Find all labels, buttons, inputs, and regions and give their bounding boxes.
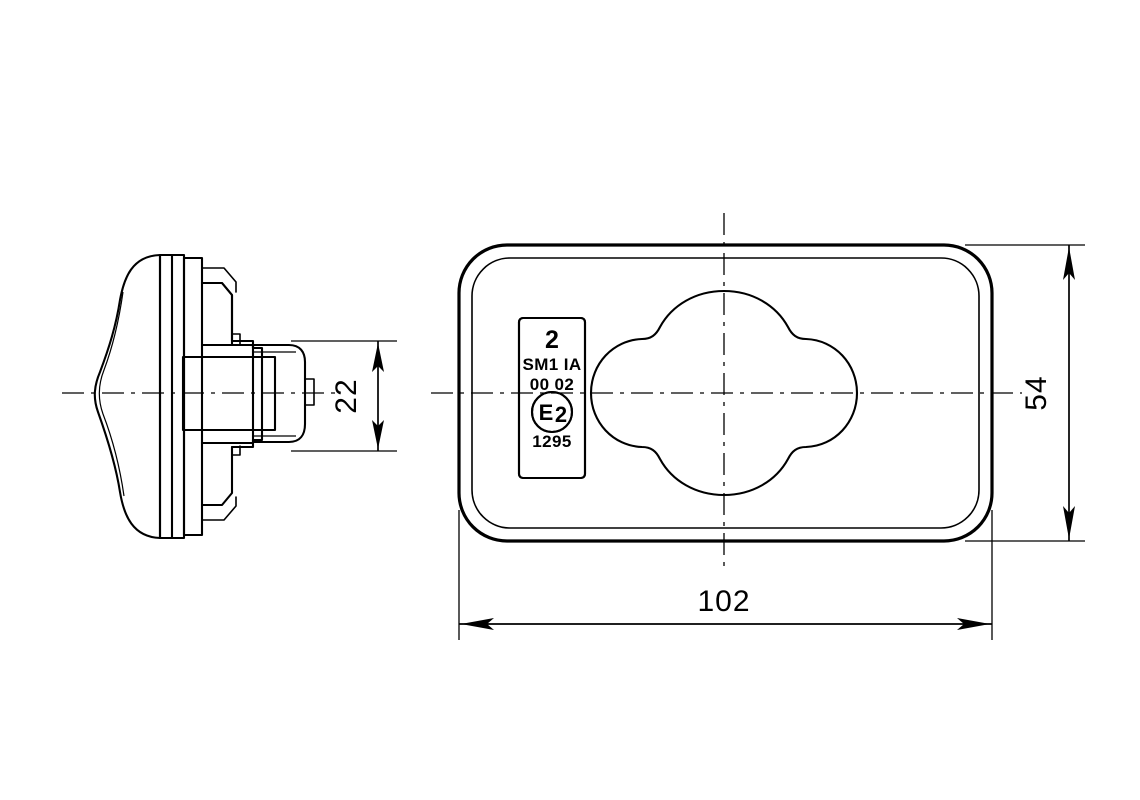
housing-upper-contour [200,281,255,350]
lens-dome-profile [93,253,162,540]
upper-notch [231,333,241,345]
width-dimension-group: 102 [458,510,993,640]
e-mark-circle-overlay [530,390,574,434]
lens-dome-inner-line [98,291,125,497]
front-face-view: 2 SM1 IA 00 02 E 2 1295 [431,213,1022,572]
lower-notch [231,445,241,456]
width-dimension-value: 102 [697,585,750,618]
label-line-5: 1295 [532,432,571,451]
depth-arrow-bottom [372,420,384,449]
side-profile-view [62,253,340,540]
label-line-1: 2 [545,326,559,354]
connector-body [251,343,307,444]
lower-chamfer-tab [201,496,237,521]
label-line-2: SM1 IA [522,355,581,374]
depth-dimension-group: 22 [291,340,397,452]
height-arrow-bottom [1063,506,1075,539]
width-arrow-right [957,618,990,630]
housing-lower-contour [200,441,255,449]
depth-dimension-value: 22 [330,378,363,413]
depth-arrow-top [372,343,384,372]
label-line-3: 00 02 [530,375,575,394]
connector-right-tab [304,378,315,406]
height-dimension-value: 54 [1020,375,1053,410]
height-arrow-top [1063,247,1075,280]
e-mark-letter: E [539,400,554,425]
height-dimension-group: 54 [965,244,1085,542]
lower-body-step [200,445,234,507]
e-mark-number: 2 [555,402,567,427]
upper-chamfer-tab [201,267,237,293]
width-arrow-left [461,618,494,630]
connector-core [181,355,277,432]
homologation-label-box-overlay [517,316,587,480]
